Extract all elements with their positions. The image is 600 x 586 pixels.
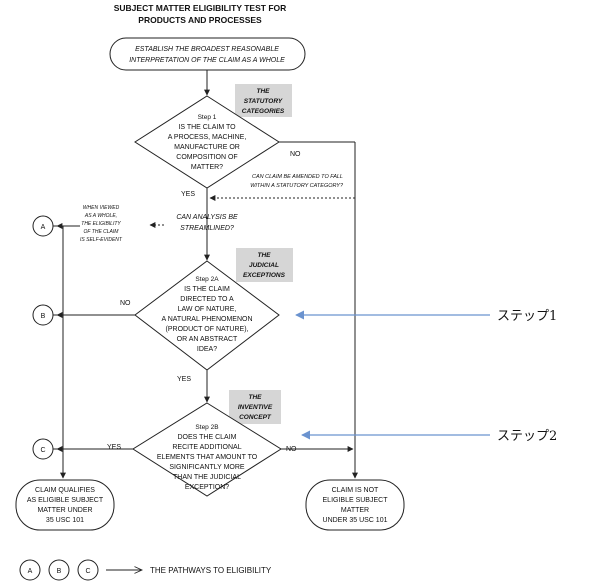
not-eligible-result-box: [305, 479, 405, 531]
step2a-label: Step 2A: [195, 276, 219, 283]
step2b-question: DOES THE CLAIM: [178, 434, 237, 441]
statutory-categories-tag: [235, 84, 292, 117]
step2a-question-3: LAW OF NATURE,: [178, 306, 237, 313]
not-eligible-result-text-2: ELIGIBLE SUBJECT: [323, 497, 389, 504]
self-evident-note-5: IS SELF-EVIDENT: [80, 237, 123, 243]
judicial-exceptions-tag: [236, 248, 293, 282]
step2a-yes-label: YES: [177, 376, 191, 383]
start-box: [109, 37, 306, 71]
step1-question-4: COMPOSITION OF: [176, 154, 237, 161]
step1-question-5: MATTER?: [191, 164, 223, 171]
step2b-question-6: EXCEPTION?: [185, 484, 229, 491]
streamlined-question: CAN ANALYSIS BE: [176, 214, 238, 221]
step2a-question-6: OR AN ABSTRACT: [177, 336, 238, 343]
pathway-b-letter: B: [41, 313, 46, 320]
legend-a-letter: A: [28, 568, 33, 575]
legend-a-circle: [19, 559, 41, 581]
callout-step2-label: ステップ2: [497, 429, 557, 444]
step1-question: IS THE CLAIM TO: [178, 124, 236, 131]
step2b-question-5: THAN THE JUDICIAL: [173, 474, 241, 481]
start-box-text-line2: INTERPRETATION OF THE CLAIM AS A WHOLE: [129, 57, 285, 64]
step2b-yes-label: YES: [107, 444, 121, 451]
inventive-concept-tag: [229, 390, 281, 424]
step1-question-2: A PROCESS, MACHINE,: [168, 134, 247, 141]
legend-c-circle: [77, 559, 99, 581]
eligible-result-box: [15, 479, 115, 531]
diagram-title: SUBJECT MATTER ELIGIBILITY TEST FOR: [114, 3, 287, 13]
pathway-c-letter: C: [40, 447, 45, 454]
step2a-question-2: DIRECTED TO A: [180, 296, 234, 303]
legend-c-letter: C: [85, 568, 90, 575]
inventive-tag-text-3: CONCEPT: [239, 414, 272, 421]
statutory-tag-text-3: CATEGORIES: [242, 108, 285, 115]
self-evident-note-3: THE ELIGIBILITY: [81, 221, 121, 227]
step1-question-3: MANUFACTURE OR: [174, 144, 240, 151]
start-box-text: ESTABLISH THE BROADEST REASONABLE: [135, 46, 279, 53]
self-evident-note-4: OF THE CLAIM: [84, 229, 120, 235]
callout-step1-label: ステップ1: [497, 309, 557, 324]
legend-b-letter: B: [57, 568, 62, 575]
legend-text: THE PATHWAYS TO ELIGIBILITY: [150, 566, 272, 575]
not-eligible-result-text: CLAIM IS NOT: [332, 487, 379, 494]
step1-label: Step 1: [198, 114, 217, 121]
inventive-tag-text: THE: [249, 394, 263, 401]
step2a-no-label: NO: [120, 300, 131, 307]
step2b-diamond: [132, 402, 282, 497]
amend-note: CAN CLAIM BE AMENDED TO FALL: [252, 174, 343, 180]
not-eligible-result-text-4: UNDER 35 USC 101: [323, 517, 388, 524]
eligible-result-text-4: 35 USC 101: [46, 517, 84, 524]
eligible-result-text-3: MATTER UNDER: [37, 507, 92, 514]
step2a-question: IS THE CLAIM: [184, 286, 230, 293]
statutory-tag-text: THE: [257, 88, 271, 95]
step1-no-label: NO: [290, 151, 301, 158]
streamlined-question-2: STREAMLINED?: [180, 225, 234, 232]
step2a-question-4: A NATURAL PHENOMENON: [161, 316, 252, 323]
statutory-tag-text-2: STATUTORY: [244, 98, 283, 105]
pathway-a-letter: A: [41, 224, 46, 231]
step2b-question-3: ELEMENTS THAT AMOUNT TO: [157, 454, 258, 461]
step2b-question-2: RECITE ADDITIONAL: [172, 444, 241, 451]
eligible-result-text-2: AS ELIGIBLE SUBJECT: [27, 497, 104, 504]
inventive-tag-text-2: INVENTIVE: [238, 404, 273, 411]
judicial-tag-text: THE: [258, 252, 272, 259]
judicial-tag-text-3: EXCEPTIONS: [243, 272, 286, 279]
diagram-title-line2: PRODUCTS AND PROCESSES: [138, 15, 262, 25]
self-evident-note-2: AS A WHOLE,: [84, 213, 117, 219]
not-eligible-result-text-3: MATTER: [341, 507, 369, 514]
amend-note-2: WITHIN A STATUTORY CATEGORY?: [250, 183, 344, 189]
step2b-label: Step 2B: [195, 424, 218, 431]
judicial-tag-text-2: JUDICIAL: [249, 262, 279, 269]
step2b-question-4: SIGNIFICANTLY MORE: [169, 464, 245, 471]
legend-b-circle: [48, 559, 70, 581]
step1-yes-label: YES: [181, 191, 195, 198]
step2a-question-5: (PRODUCT OF NATURE),: [166, 326, 249, 333]
eligible-result-text: CLAIM QUALIFIES: [35, 487, 95, 494]
self-evident-note: WHEN VIEWED: [83, 205, 120, 211]
step2a-question-7: IDEA?: [197, 346, 217, 353]
step2b-no-label: NO: [286, 446, 297, 453]
